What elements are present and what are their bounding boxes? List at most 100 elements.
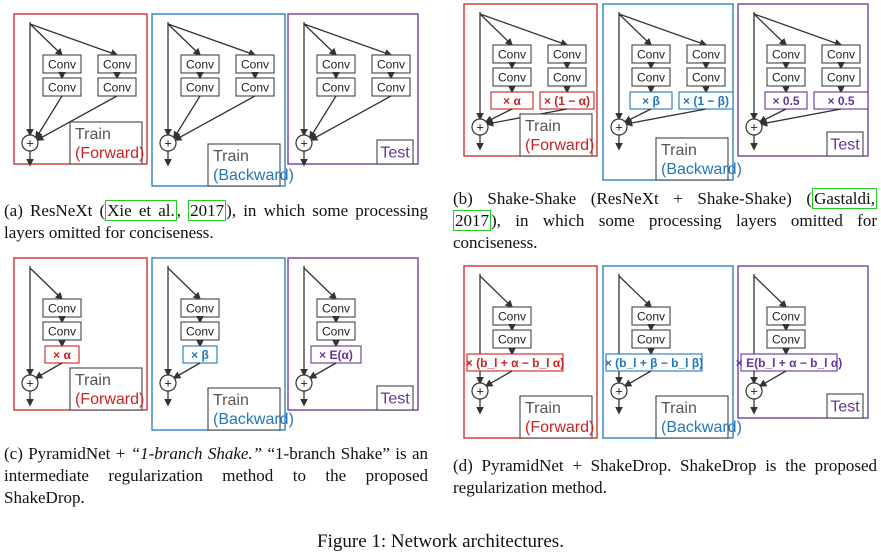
panel-d-backward-mult	[605, 353, 703, 372]
panel-d-forward-label-dir: (Forward)	[525, 419, 594, 436]
panel-a-test-label	[376, 139, 414, 165]
panel-d-backward-label-train: Train	[661, 400, 697, 417]
panel-a-backward-merge-2	[173, 95, 256, 141]
caption-b: (b) Shake-Shake (ResNeXt + Shake-Shake) …	[453, 188, 877, 254]
citation-gastaldi[interactable]: Gastaldi,	[812, 188, 877, 209]
panel-a-test-add-plus: +	[300, 136, 308, 151]
panel-c-forward-conv-b-label: Conv	[48, 325, 76, 339]
panel-d-forward-add-plus: +	[476, 384, 484, 399]
panel-a-forward-label-dir: (Forward)	[75, 145, 144, 162]
panel-a-forward-merge-1	[35, 95, 63, 140]
panel-b-test-diag-2	[753, 13, 843, 47]
panel-a-forward-label	[69, 121, 143, 165]
panel-c-test-label	[376, 385, 414, 411]
panel-b-backward-mult-1-label: × β	[642, 94, 660, 108]
panel-d-forward-mult	[466, 353, 564, 372]
citation-xie[interactable]: Xie et al.	[105, 200, 177, 221]
panel-d-backward-diag	[618, 275, 653, 309]
panel-c-forward-label-train: Train	[75, 372, 111, 389]
panel-c-test-diag	[303, 267, 338, 301]
panel-b-test-label	[826, 131, 864, 157]
panel-b-backward-conv-2b-label: Conv	[692, 71, 720, 85]
panel-c-forward-label	[69, 367, 143, 411]
panel-b-forward-label-train: Train	[525, 118, 561, 135]
panel-b-test-frame	[737, 3, 869, 157]
panel-d-forward-mult-label: × (b_l + α − b_l α)	[466, 356, 564, 370]
panel-c-test-label-test: Test	[380, 391, 410, 408]
panel-a-test-diag-1	[303, 23, 338, 57]
panel-a-backward-conv-1b-label: Conv	[186, 81, 214, 95]
panel-b-backward-mult-2-label: × (1 − β)	[683, 94, 729, 108]
panel-c-test-mult-label: × E(α)	[319, 348, 353, 362]
panel-c-backward-label	[207, 387, 281, 431]
panel-a-test-diag-2	[303, 23, 393, 57]
panel-b-test-mult-1-label: × 0.5	[772, 94, 799, 108]
panel-a-backward-conv-2b-label: Conv	[241, 81, 269, 95]
panel-a-forward-label-train: Train	[75, 126, 111, 143]
panel-d-backward-add-plus: +	[615, 384, 623, 399]
panel-d-backward-conv-b-label: Conv	[637, 333, 665, 347]
caption-a-prefix: (a) ResNeXt (	[4, 201, 106, 220]
panel-d-test-label	[826, 393, 864, 419]
caption-c: (c) PyramidNet + “1-branch Shake.” “1-br…	[4, 443, 428, 509]
panel-b-forward-mult-2-label: × (1 − α)	[544, 94, 590, 108]
panel-c-forward-diag	[29, 267, 64, 301]
caption-b-suffix: ), in which some processing layers omitt…	[453, 211, 877, 252]
panel-d-test-mult-label: × E(b_l + α − b_l α)	[736, 356, 842, 370]
panel-d-forward-label-train: Train	[525, 400, 561, 417]
panel-a-backward-diag-2	[167, 23, 257, 57]
caption-c-suffix: “1-branch Shake” is an intermediate regu…	[4, 444, 428, 507]
caption-c-prefix: (c) PyramidNet +	[4, 444, 131, 463]
panel-c-test-add-plus: +	[300, 376, 308, 391]
panel-d-forward-conv-b-label: Conv	[498, 333, 526, 347]
panel-b-backward-conv-1b-label: Conv	[637, 71, 665, 85]
panel-a-test-conv-1b-label: Conv	[322, 81, 350, 95]
panel-a-backward-diag-1	[167, 23, 202, 57]
panel-b-test-label-test: Test	[830, 137, 860, 154]
panel-a-forward-conv-2a-label: Conv	[103, 58, 131, 72]
panel-a-test-label-test: Test	[380, 145, 410, 162]
panel-c-backward-merge	[172, 362, 201, 379]
panel-b-backward-label-dir: (Backward)	[661, 161, 742, 178]
panel-d-forward-label	[519, 395, 593, 439]
panel-d-backward-mult-label: × (b_l + β − b_l β)	[605, 356, 703, 370]
panel-d-test-frame	[737, 265, 869, 419]
citation-xie-year[interactable]: 2017	[188, 200, 227, 221]
panel-a-forward-merge-2	[35, 95, 118, 141]
panel-a-test-conv-2a-label: Conv	[377, 58, 405, 72]
caption-d: (d) PyramidNet + ShakeDrop. ShakeDrop is…	[453, 455, 877, 499]
panel-c-test-conv-b-label: Conv	[322, 325, 350, 339]
panel-c-backward-label-train: Train	[213, 392, 249, 409]
panel-a-backward-label-dir: (Backward)	[213, 167, 294, 184]
panel-c-backward-diag	[167, 267, 202, 301]
panel-d-backward-label-dir: (Backward)	[661, 419, 742, 436]
panel-a-forward-diag-1	[29, 23, 64, 57]
panel-a-backward-conv-1a-label: Conv	[186, 58, 214, 72]
panel-d-test-mult	[740, 353, 838, 372]
panel-b-forward-conv-2a-label: Conv	[553, 48, 581, 62]
panel-c-backward-conv-a-label: Conv	[186, 302, 214, 316]
panel-c-backward-conv-b-label: Conv	[186, 325, 214, 339]
panel-a-backward-add-plus: +	[164, 136, 172, 151]
panel-b-test-mult-2-label: × 0.5	[827, 94, 854, 108]
panel-b-forward-conv-2b-label: Conv	[553, 71, 581, 85]
panel-a-forward-conv-2b-label: Conv	[103, 81, 131, 95]
panel-d-test-conv-a-label: Conv	[772, 310, 800, 324]
panel-b-backward-diag-1	[618, 13, 653, 47]
panel-b-forward-diag-2	[479, 13, 569, 47]
panel-b-test-add-plus: +	[750, 120, 758, 135]
panel-c-forward-add-plus: +	[26, 376, 34, 391]
panel-b-test-diag-1	[753, 13, 788, 47]
panel-b-forward-label	[519, 113, 593, 157]
panel-d-forward-merge	[484, 370, 513, 387]
panel-a-backward-merge-1	[173, 95, 201, 140]
caption-a-mid: ,	[176, 201, 189, 220]
panel-b-test-conv-2b-label: Conv	[827, 71, 855, 85]
panel-b-backward-add-plus: +	[615, 120, 623, 135]
panel-d-backward-label	[655, 395, 729, 439]
panel-a-forward-conv-1b-label: Conv	[48, 81, 76, 95]
citation-gastaldi-year[interactable]: 2017	[453, 210, 491, 231]
panel-c-forward-merge	[34, 362, 63, 379]
panel-c-test-conv-a-label: Conv	[322, 302, 350, 316]
panel-b-forward-conv-1b-label: Conv	[498, 71, 526, 85]
